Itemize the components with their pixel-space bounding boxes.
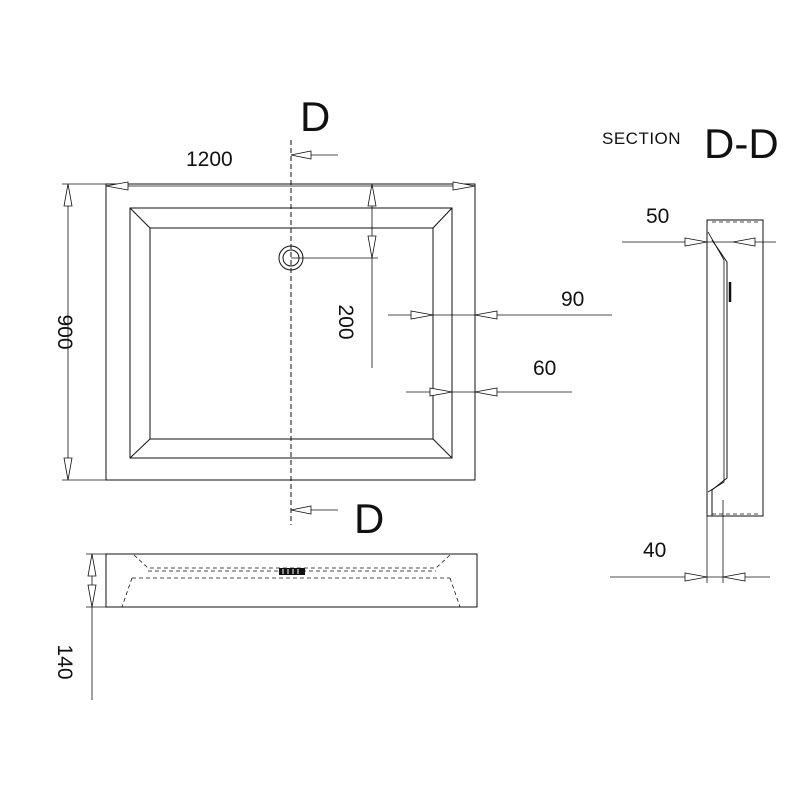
depth-arrow-top <box>63 183 73 207</box>
section-outline <box>706 219 764 517</box>
section-bottom-rim-arrow-left <box>684 572 708 582</box>
section-name: D-D <box>704 120 779 167</box>
section-top-rim-arrow-left <box>684 237 708 247</box>
width-arrow-right <box>452 181 476 191</box>
bevel-line-bl <box>129 438 151 459</box>
bevel-line-tl <box>129 207 151 229</box>
section-caption: SECTION <box>602 129 681 148</box>
bevel-line-tr <box>432 207 453 229</box>
waste-offset-arrow-bottom <box>367 235 377 259</box>
depth-arrow-bottom <box>63 457 73 481</box>
depth-dimension-label: 900 <box>53 314 76 349</box>
front-chamfer-right <box>449 577 461 608</box>
rim-outer-dimension-label: 90 <box>561 288 584 311</box>
waste-offset-dimension-label: 200 <box>334 304 357 339</box>
waste-offset-arrow-top <box>367 183 377 207</box>
rim-inner-arrow-left <box>429 387 453 397</box>
front-elevation: 140 <box>53 553 478 700</box>
rim-outer-arrow-right <box>474 310 498 320</box>
section-mark-bottom: D <box>354 495 384 542</box>
width-arrow-left <box>105 181 129 191</box>
front-outline <box>105 553 478 608</box>
section-top-rim-dimension-label: 50 <box>646 205 669 228</box>
width-dimension-label: 1200 <box>186 148 233 171</box>
section-inner-profile-2 <box>707 231 725 493</box>
plan-view: D D 1200 900 200 90 60 <box>53 93 612 542</box>
front-basin-profile <box>133 554 451 569</box>
front-chamfer-left <box>121 577 133 608</box>
section-bottom-rim-arrow-right <box>722 572 746 582</box>
drain-grid-icon <box>279 568 305 575</box>
bevel-line-br <box>432 438 453 459</box>
section-view: SECTION D-D 50 40 <box>602 120 779 583</box>
section-inner-profile <box>711 239 728 516</box>
section-arrow-bottom <box>290 505 312 515</box>
section-arrow-top <box>290 150 312 160</box>
height-arrow-bottom <box>87 584 97 608</box>
height-arrow-top <box>87 553 97 577</box>
height-dimension-label: 140 <box>53 644 76 679</box>
section-bottom-rim-dimension-label: 40 <box>643 539 666 562</box>
rim-inner-dimension-label: 60 <box>533 357 556 380</box>
rim-outer-arrow-left <box>410 310 434 320</box>
section-mark-top: D <box>300 93 330 140</box>
rim-inner-arrow-right <box>474 387 498 397</box>
section-top-rim-arrow-right <box>732 237 756 247</box>
